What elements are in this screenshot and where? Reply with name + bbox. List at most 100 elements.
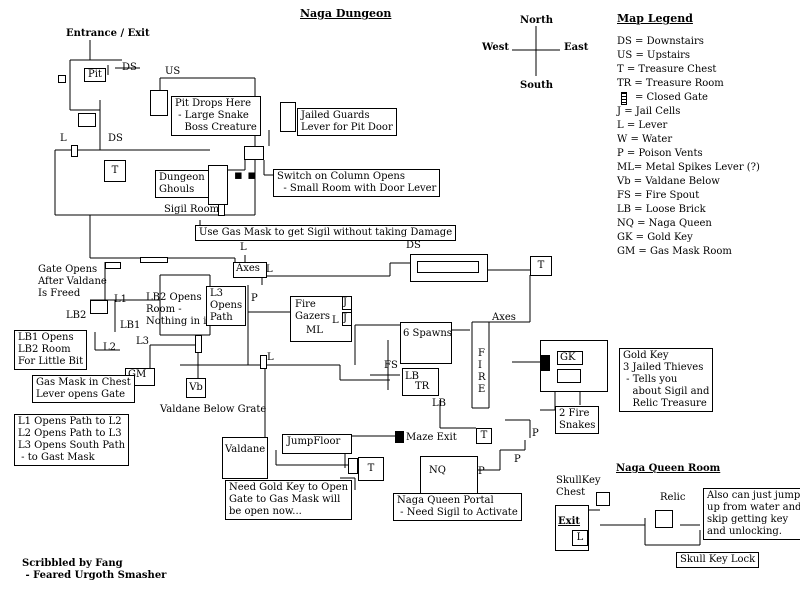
relic-room [655, 510, 673, 528]
ds-label: DS [406, 240, 421, 251]
jail-cell: J [342, 312, 352, 326]
legend-item: GM = Gas Mask Room [617, 246, 732, 257]
compass-south: South [520, 80, 554, 91]
gas-mask-tip: Use Gas Mask to get Sigil without taking… [195, 225, 457, 241]
also-jump-note: Also can just jump up from water and ski… [703, 488, 800, 540]
skull-key-lock-note: Skull Key Lock [676, 552, 760, 568]
valdane-below-label: Valdane Below Grate [160, 404, 267, 415]
dungeon-ghouls-label: Dungeon Ghouls [155, 170, 209, 198]
gas-mask-chest-note: Gas Mask in Chest Lever opens Gate [32, 375, 135, 403]
legend-item: DS = Downstairs [617, 36, 704, 47]
ds-label: DS [108, 133, 123, 144]
legend-item: W = Water [617, 134, 673, 145]
poison-label: P [532, 428, 539, 439]
poison-label: P [251, 293, 258, 304]
switch-note: Switch on Column Opens - Small Room with… [273, 169, 441, 197]
lb1-opens-note: LB1 Opens LB2 Room For Little Bit [14, 330, 88, 370]
pit-drops-note: Pit Drops Here - Large Snake Boss Creatu… [171, 96, 261, 136]
exit-label: Exit [558, 516, 581, 527]
closed-gate-icon [71, 145, 78, 157]
axes-room: Axes [233, 262, 267, 278]
pit-drop-room [150, 90, 168, 116]
lever-label: L [266, 264, 273, 275]
compass-west: West [482, 42, 510, 53]
levers-note: L1 Opens Path to L2 L2 Opens Path to L3 … [14, 414, 130, 466]
us-label: US [165, 66, 181, 77]
lever-label: L [240, 242, 247, 253]
lever-label: L [267, 352, 274, 363]
lb-label: LB [405, 371, 419, 382]
legend-item: GK = Gold Key [617, 232, 693, 243]
entrance-label: Entrance / Exit [66, 28, 150, 39]
lb1-label: LB1 [120, 320, 141, 331]
fire-gazers-room: Fire Gazers [290, 296, 352, 342]
compass-north: North [520, 15, 553, 26]
lever-label: L [60, 133, 67, 144]
gold-key-chest: GK [557, 351, 583, 365]
poison-label: P [478, 466, 485, 477]
compass-east: East [564, 42, 589, 53]
jail-cells-icon [280, 102, 296, 132]
valdane-room: Valdane [222, 437, 268, 479]
l1-label: L1 [114, 294, 128, 305]
l2-label: L2 [103, 342, 117, 353]
closed-gate-icon [218, 204, 225, 216]
pit-room: Pit [84, 68, 106, 82]
poison-label: P [514, 454, 521, 465]
need-gold-key-note: Need Gold Key to Open Gate to Gas Mask w… [225, 480, 353, 520]
skullkey-chest-label: SkullKey Chest [556, 475, 601, 498]
pit-ds-label: DS [122, 62, 137, 73]
lb2-room [90, 300, 108, 314]
closed-gate-icon [195, 335, 202, 353]
gold-key-room: GK [540, 340, 608, 392]
small-room [58, 75, 66, 83]
naga-queen-room-title: Naga Queen Room [616, 463, 721, 474]
treasure-chest: T [104, 160, 126, 182]
ghoul-room [208, 165, 228, 205]
black-door-icon [395, 431, 404, 443]
exit-room: Exit L [555, 505, 589, 551]
legend-item: Vb = Valdane Below [617, 176, 720, 187]
legend-item: J = Jail Cells [617, 106, 681, 117]
switch-room [244, 146, 264, 160]
lever-label: L [332, 315, 339, 326]
treasure-room: LB TR [402, 368, 439, 396]
legend-item: US = Upstairs [617, 50, 691, 61]
chest-icon [557, 369, 581, 383]
ml-label: ML [306, 325, 323, 336]
lb2-label: LB2 [66, 310, 87, 321]
legend-item: FS = Fire Spout [617, 190, 700, 201]
legend-item: TR = Treasure Room [617, 78, 724, 89]
arrow-icon: ▪ ▪ [234, 168, 257, 183]
legend-item: L = Lever [617, 120, 668, 131]
map-title: Naga Dungeon [300, 7, 392, 20]
black-door-icon [540, 355, 550, 371]
legend-item-closed-gate: = Closed Gate [617, 91, 760, 105]
closed-gate-icon [105, 262, 121, 269]
closed-gate-icon [348, 458, 358, 474]
relic-label: Relic [660, 492, 686, 503]
treasure-chest: T [358, 457, 384, 481]
fire-label: F I R E [478, 348, 486, 395]
lever-label: L [572, 530, 588, 546]
naga-queen-portal-note: Naga Queen Portal - Need Sigil to Activa… [393, 493, 522, 521]
maze-exit-label: Maze Exit [406, 432, 457, 443]
downstairs-room [410, 254, 488, 282]
legend-item: NQ = Naga Queen [617, 218, 712, 229]
tr-label: TR [415, 381, 430, 392]
two-fire-snakes-room: 2 Fire Snakes [555, 406, 600, 434]
legend-item: ML= Metal Spikes Lever (?) [617, 162, 760, 173]
credit-text: Scribbled by Fang - Feared Urgoth Smashe… [22, 558, 167, 581]
treasure-chest: T [530, 256, 552, 276]
chest-icon [596, 492, 610, 506]
jail-cell: J [342, 296, 352, 310]
axes-label: Axes [492, 312, 516, 323]
valdane-below-grate: Vb [186, 378, 206, 398]
legend-item: P = Poison Vents [617, 148, 703, 159]
gate-bar-icon [140, 257, 168, 263]
stair-row [417, 261, 479, 273]
gold-key-note: Gold Key 3 Jailed Thieves - Tells you ab… [619, 348, 714, 412]
legend-item: T = Treasure Chest [617, 64, 717, 75]
legend-item: LB = Loose Brick [617, 204, 706, 215]
